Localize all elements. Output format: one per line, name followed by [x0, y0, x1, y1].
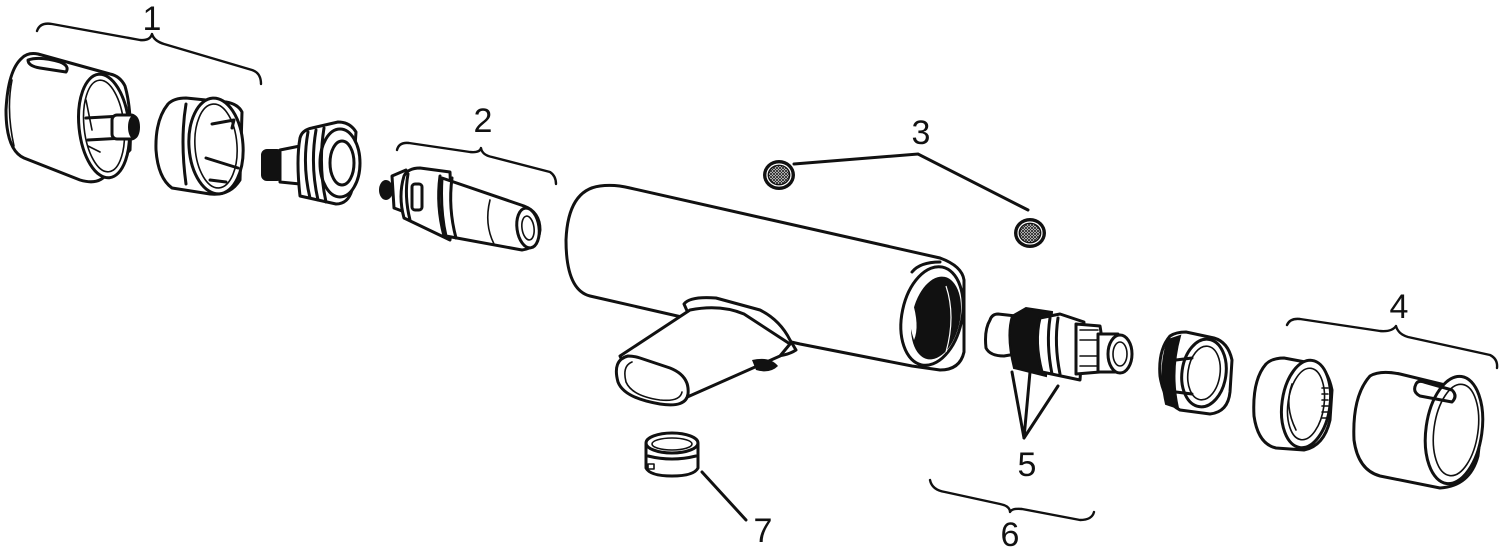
- leader-7: [700, 470, 748, 522]
- brace-6: [928, 478, 1096, 522]
- callout-7: 7: [753, 512, 773, 550]
- flow-cartridge: [984, 306, 1134, 382]
- cartridge-nut: [1158, 330, 1234, 416]
- callout-3: 3: [911, 114, 931, 152]
- thermostatic-cartridge: [379, 166, 542, 252]
- filter-screen-lower: [1014, 218, 1046, 248]
- handle-cap-right: [1352, 370, 1485, 490]
- callout-2: 2: [473, 102, 493, 140]
- callout-4: 4: [1389, 288, 1409, 326]
- spindle-extension: [261, 120, 362, 206]
- callout-6: 6: [1000, 516, 1020, 554]
- brace-4: [1285, 317, 1499, 370]
- callout-5: 5: [1017, 446, 1037, 484]
- aerator-ring: [644, 431, 700, 478]
- leader-5: [1010, 370, 1060, 440]
- handle-adapter-right: [1252, 356, 1334, 452]
- mixer-body-with-spout: [564, 183, 966, 407]
- callout-1: 1: [142, 0, 162, 38]
- handle-cap-left: [4, 52, 140, 184]
- brace-2: [395, 141, 558, 186]
- brace-1: [35, 22, 263, 86]
- leader-3: [792, 152, 1030, 212]
- filter-screen-upper: [763, 160, 795, 190]
- handle-adapter-left: [154, 96, 245, 196]
